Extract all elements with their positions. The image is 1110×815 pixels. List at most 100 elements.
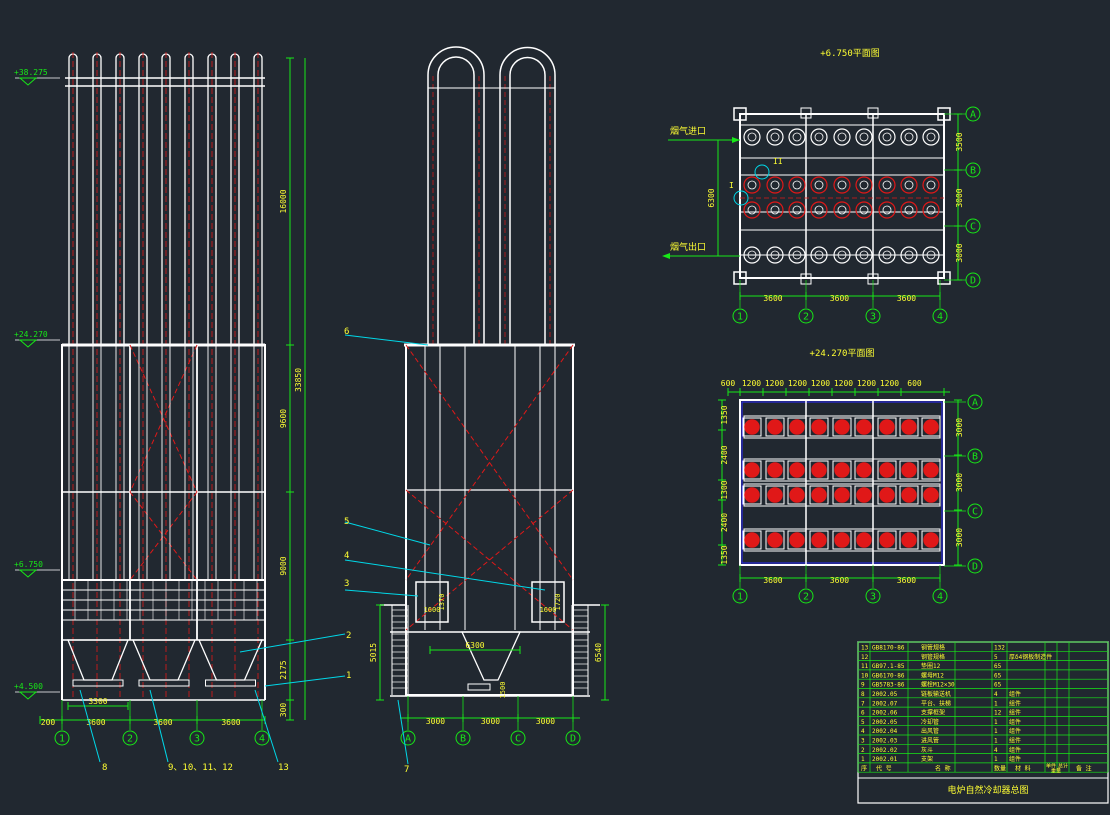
lower-plan-tube-red [767,462,783,478]
upper-plan-tube-core [770,250,780,260]
upper-plan-tube [833,246,851,264]
side-axis-D-circle [565,730,581,746]
front-dim-bottom: 3600 [153,718,172,727]
lower-plan-tube-box [809,460,829,480]
upper-plan-tube [878,128,896,146]
upper-plan-tube-red [788,176,806,194]
lower-plan-tube-red [789,419,805,435]
title-block-cell-qty: 1 [994,756,998,763]
lower-plan-tube-red [923,419,939,435]
lower-plan-tube-red [767,419,783,435]
side-x-bracing [405,344,574,631]
lower-plan-tube-box [899,460,919,480]
upper-plan-tube-core [792,180,802,190]
title-block-cell-qty: 1 [994,728,998,735]
upper-plan-tube-core [859,205,869,215]
lower-plan-inner-blue [741,401,943,564]
front-dim-bottom: 3600 [86,718,105,727]
front-callout-8: 8 [102,763,107,773]
front-conveyor [72,679,124,687]
upper-plan-tube [766,128,784,146]
lower-plan-tube-red [767,487,783,503]
side-callout-6-leader [344,334,429,346]
upper-plan-tube-core [814,205,824,215]
front-axis-4-circle [254,730,270,746]
side-hopper-outlet [467,683,491,691]
lower-plan-axis-row-C-circle [967,503,983,519]
upper-plan-axis-col-2: 2 [803,312,809,323]
title-block-header-name: 名 称 [935,764,951,772]
title-block-cell-material: 组件 [1009,737,1021,745]
title-block-cell-qty: 65 [994,672,1002,679]
lower-plan-tube-box [877,460,897,480]
upper-plan-dim-bottom: 3600 [897,294,916,303]
upper-plan-tube-red [878,201,896,219]
upper-plan-tube [900,128,918,146]
side-outlet-height: 1720 [554,594,562,611]
upper-plan-tube [833,128,851,146]
side-main-frame [405,344,574,696]
flue-gas-inlet-arrowhead [732,137,740,143]
title-block-cell-name: 螺母M12 [921,671,944,679]
lower-plan-axis-row-D-circle [967,558,983,574]
title-block-cell-code: 2002.01 [872,756,898,763]
upper-plan-tube [743,246,761,264]
upper-plan-tube [788,128,806,146]
side-dim-small: 1500 [499,682,507,699]
lower-plan-tube-red [789,487,805,503]
lower-plan-axis-col-3-circle [865,588,881,604]
upper-plan-tube-core [926,205,936,215]
upper-plan-tube-core [859,180,869,190]
upper-plan-tube-core [747,132,757,142]
side-dim-left: 5015 [369,643,378,662]
lower-plan-tube-box [832,460,852,480]
front-callout-8-leader [79,689,101,763]
side-u-tube-outer [499,46,556,345]
lower-plan-dim-right: 3000 [955,473,964,492]
upper-plan-axis-row-A-circle [965,106,981,122]
lower-plan-dim-top: 1200 [811,379,830,388]
lower-plan-tube-box [899,485,919,505]
front-x-bracing [129,344,198,581]
lower-plan-dim-top: 600 [907,379,922,388]
upper-plan-tube-red [766,201,784,219]
lower-plan-tube-box [787,460,807,480]
upper-plan-tube-core [837,205,847,215]
lower-plan-tube-red [789,462,805,478]
front-axis-1-circle [54,730,70,746]
lower-plan-tube-red [923,487,939,503]
upper-plan-axis-col-4: 4 [937,312,943,323]
side-axis-A: A [405,734,411,745]
lower-plan-axis-col-4: 4 [937,592,943,603]
lower-plan-tube-red [901,462,917,478]
lower-plan-tube-red [834,532,850,548]
title-block-cell-material: 厚δ4钢板制造件 [1009,653,1052,661]
title-block-cell-name: 钢管规格 [921,653,945,661]
upper-plan-tube-red [810,201,828,219]
title-block-cell-code: 2002.04 [872,728,898,735]
lower-plan-tube-box [809,485,829,505]
front-axis-2: 2 [127,734,133,745]
title-block-cell-no: 1 [861,756,865,763]
side-dim-bottom: 3000 [536,717,555,726]
upper-plan-dim-right: 3000 [955,243,964,262]
upper-plan-tube [855,128,873,146]
title-block-cell-name: 支撑框架 [921,709,945,717]
upper-plan-axis-row-D-circle [965,272,981,288]
upper-plan-tube [855,246,873,264]
lower-plan-axis-col-1: 1 [737,592,743,603]
title-block-cell-no: 12 [861,654,869,661]
side-inlet-width: 1600 [424,606,441,614]
upper-plan-tube-red [788,201,806,219]
upper-plan-tube-core [882,180,892,190]
title-block-cell-material: 组件 [1009,709,1021,717]
upper-plan-tube-red [878,176,896,194]
side-callout-7: 7 [404,765,409,775]
lower-plan-tube-box [877,530,897,550]
lower-plan-tube-box [742,460,762,480]
front-dim-right: 16000 [279,189,288,213]
side-callout-3: 3 [344,579,349,589]
lower-plan-tube-red [923,462,939,478]
lower-plan-tube-red [744,487,760,503]
upper-plan-tube-core [814,250,824,260]
